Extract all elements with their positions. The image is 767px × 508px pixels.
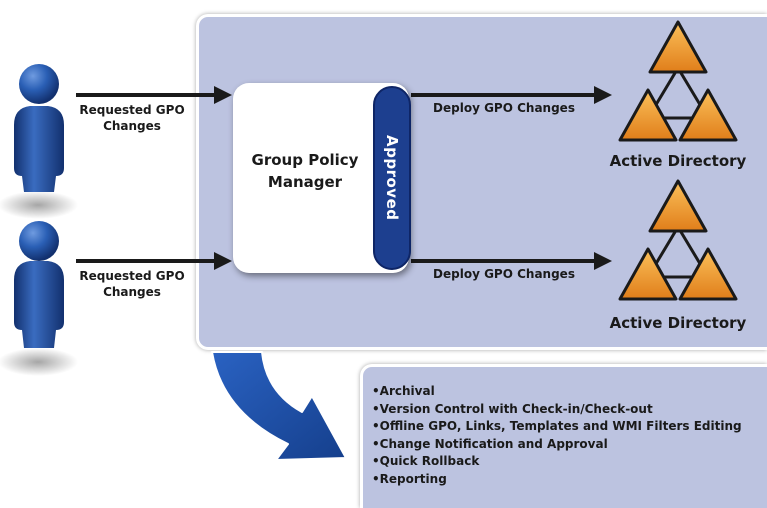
active-directory-icon-1 (618, 20, 738, 142)
approved-label-wrap: Approved (373, 86, 411, 270)
features-list: Archival Version Control with Check-in/C… (372, 383, 742, 488)
group-policy-manager-title: Group Policy Manager (233, 149, 377, 193)
approved-bar (373, 86, 411, 270)
request-arrow-1 (76, 86, 232, 104)
person-icon-1 (0, 64, 78, 219)
request-label-1-line2: Changes (103, 119, 161, 133)
request-label-2-line1: Requested GPO (79, 269, 185, 283)
deploy-arrow-2 (411, 252, 612, 270)
request-label-2-line2: Changes (103, 285, 161, 299)
feature-item: Reporting (372, 471, 742, 489)
active-directory-label-1: Active Directory (609, 152, 747, 170)
feature-item: Archival (372, 383, 742, 401)
request-label-1-line1: Requested GPO (79, 103, 185, 117)
person-icon-2 (0, 221, 78, 376)
curved-arrow-icon (211, 351, 347, 461)
feature-item: Change Notification and Approval (372, 436, 742, 454)
request-arrow-2 (76, 252, 232, 270)
feature-item: Version Control with Check-in/Check-out (372, 401, 742, 419)
request-label-2: Requested GPO Changes (72, 268, 192, 300)
active-directory-label-2: Active Directory (609, 314, 747, 332)
feature-item: Offline GPO, Links, Templates and WMI Fi… (372, 418, 742, 436)
request-label-1: Requested GPO Changes (72, 102, 192, 134)
active-directory-icon-2 (618, 179, 738, 301)
deploy-label-2: Deploy GPO Changes (433, 267, 575, 281)
approved-label: Approved (383, 135, 401, 221)
deploy-arrow-1 (411, 86, 612, 104)
feature-item: Quick Rollback (372, 453, 742, 471)
manager-title-line2: Manager (267, 173, 343, 191)
manager-title-line1: Group Policy (251, 151, 359, 169)
deploy-label-1: Deploy GPO Changes (433, 101, 575, 115)
